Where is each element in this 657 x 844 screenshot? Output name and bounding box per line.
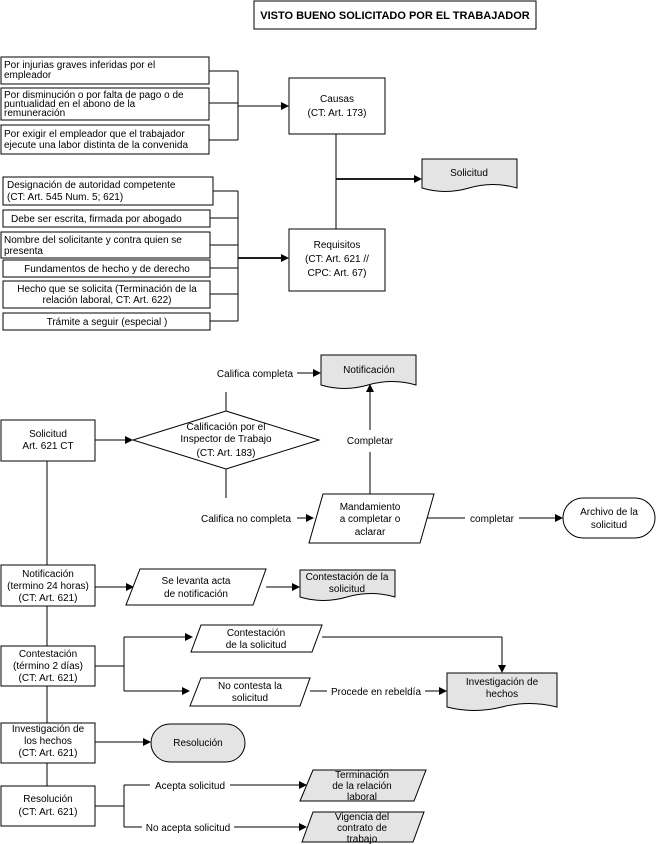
requisito-item-4: Fundamentos de hecho y de derecho — [2, 259, 211, 278]
causa-item-3: Por exigir el empleador que el trabajado… — [0, 124, 210, 155]
requisito-item-2: Debe ser escrita, firmada por abogado — [2, 209, 211, 228]
requisito-item-1: Designación de autoridad competente(CT: … — [2, 176, 214, 206]
califica-completa-label: Califica completa — [217, 369, 294, 380]
requisito-item-1-text: Designación de autoridad competente(CT: … — [7, 180, 176, 203]
causa-item-3-text: Por exigir el empleador que el trabajado… — [4, 129, 188, 151]
requisito-item-3: Nombre del solicitante y contra quien se… — [0, 231, 211, 259]
requisito-item-5: Hecho que se solicita (Terminación de la… — [2, 280, 211, 309]
califica-no-completa-label: Califica no completa — [201, 514, 291, 525]
causas-box-text: Causas(CT: Art. 173) — [308, 94, 367, 119]
resolucion-terminator: Resolución — [150, 723, 246, 763]
procede-rebeldia-label: Procede en rebeldía — [331, 687, 422, 698]
causa-item-2: Por disminución o por falta de pago o de… — [0, 87, 210, 121]
resolucion-terminator-text: Resolución — [173, 738, 222, 749]
diagram-title: VISTO BUENO SOLICITADO POR EL TRABAJADOR — [260, 10, 530, 22]
completar-right-label: completar — [470, 514, 515, 525]
contestacion-step: Contestación(término 2 días)(CT: Art. 62… — [0, 645, 96, 687]
requisito-item-5-text: Hecho que se solicita (Terminación de la… — [17, 284, 197, 306]
requisitos-box-text: Requisitos(CT: Art. 621 //CPC: Art. 67) — [305, 240, 369, 279]
requisitos-box: Requisitos(CT: Art. 621 //CPC: Art. 67) — [288, 228, 386, 292]
no-acepta-label: No acepta solicitud — [146, 823, 231, 834]
solicitud-document: Solicitud — [421, 158, 518, 192]
causas-box: Causas(CT: Art. 173) — [288, 77, 386, 135]
completar-up-label: Completar — [347, 436, 394, 447]
acepta-label: Acepta solicitud — [155, 781, 225, 792]
notificacion-step-text: Notificación(termino 24 horas)(CT: Art. … — [7, 569, 89, 604]
contestacion-step-text: Contestación(término 2 días)(CT: Art. 62… — [13, 649, 83, 684]
requisito-item-3-text: Nombre del solicitante y contra quien se… — [4, 235, 182, 257]
notificacion-document: Notificación — [320, 354, 417, 389]
solicitud-document-text: Solicitud — [450, 168, 488, 179]
resolucion-step: Resolución(CT: Art. 621) — [0, 785, 96, 827]
notificacion-document-text: Notificación — [343, 365, 395, 376]
requisito-item-6: Trámite a seguir (especial ) — [2, 312, 211, 331]
notificacion-step: Notificación(termino 24 horas)(CT: Art. … — [0, 564, 96, 607]
requisito-item-6-text: Trámite a seguir (especial ) — [47, 317, 168, 328]
resolucion-step-text: Resolución(CT: Art. 621) — [19, 794, 78, 818]
requisito-item-2-text: Debe ser escrita, firmada por abogado — [11, 214, 182, 225]
requisito-item-4-text: Fundamentos de hecho y de derecho — [24, 264, 190, 275]
causa-item-2-text: Por disminución o por falta de pago o de… — [4, 90, 184, 119]
title-box — [253, 0, 537, 30]
